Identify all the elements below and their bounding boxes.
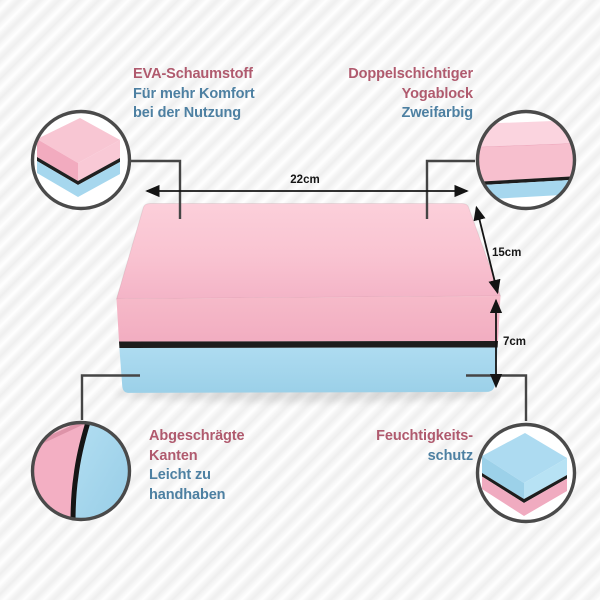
leader-line-bottom-left: [80, 374, 140, 420]
callout-top-left-line2: Für mehr Komfort: [133, 85, 255, 102]
callout-bottom-right-line1: Feuchtigkeits-: [376, 428, 473, 444]
callout-top-left-line3: bei der Nutzung: [133, 105, 242, 121]
block-front-pink-layer: [116, 296, 501, 342]
detail-circle-border: [475, 109, 577, 211]
callout-bottom-left-line2: Kanten: [149, 447, 198, 464]
detail-circle-top-right: [475, 109, 577, 211]
height-dimension-label: 7cm: [503, 336, 527, 348]
leader-line-top-right: [425, 159, 475, 219]
callout-bottom-left-line1: Abgeschrägte: [149, 428, 245, 444]
callout-top-right: Doppelschichtiger Yogablock Zweifarbig: [273, 65, 473, 124]
callout-bottom-right-line2: schutz: [427, 447, 473, 464]
callout-top-right-line1: Doppelschichtiger: [348, 66, 473, 82]
callout-bottom-left-line4: handhaben: [149, 486, 226, 503]
callout-top-left: EVA-Schaumstoff Für mehr Komfort bei der…: [133, 65, 255, 124]
detail-circle-border: [30, 109, 132, 211]
callout-bottom-left: Abgeschrägte Kanten Leicht zu handhaben: [149, 427, 245, 505]
depth-dimension-label: 15cm: [492, 247, 522, 259]
block-top-face: [115, 203, 502, 300]
yoga-block: [115, 203, 502, 393]
detail-circle-border: [475, 422, 577, 524]
block-front-blue-layer: [119, 347, 498, 393]
detail-circle-bottom-left: [30, 420, 132, 522]
detail-circle-top-left: [30, 109, 132, 211]
callout-bottom-right: Feuchtigkeits- schutz: [303, 427, 473, 466]
width-dimension-label: 22cm: [290, 174, 320, 186]
callout-top-left-line1: EVA-Schaumstoff: [133, 66, 253, 82]
detail-circle-border: [30, 420, 132, 522]
leader-line-top-left: [130, 159, 182, 219]
callout-top-right-line3: Zweifarbig: [401, 105, 473, 121]
depth-dimension-arrow: [473, 205, 501, 295]
callout-top-right-line2: Yogablock: [401, 85, 473, 102]
block-divider-stripe: [119, 341, 498, 348]
callout-bottom-left-line3: Leicht zu: [149, 467, 211, 483]
leader-line-bottom-right: [466, 374, 528, 421]
detail-circle-bottom-right: [475, 422, 577, 524]
